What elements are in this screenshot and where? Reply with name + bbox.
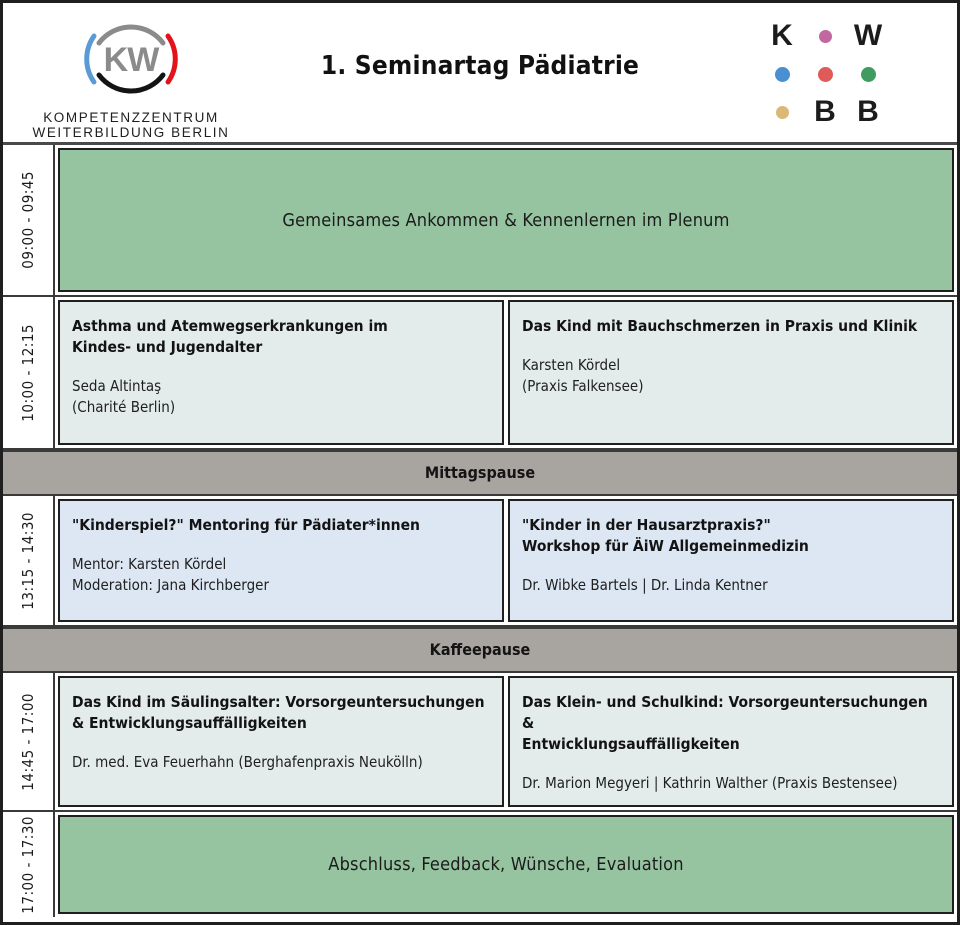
kwbb-letter-b2: B xyxy=(857,95,879,128)
dot-gold-icon xyxy=(765,95,799,129)
time-slot-label: 09:00 - 09:45 xyxy=(19,171,37,269)
session-speaker: Dr. Wibke Bartels | Dr. Linda Kentner xyxy=(522,576,768,594)
break-label: Kaffeepause xyxy=(429,640,531,659)
kwbb-mark: K W B B xyxy=(765,17,885,131)
dot-red-icon xyxy=(808,57,842,91)
schedule-row: 10:00 - 12:15 Asthma und Atemwegserkranku… xyxy=(3,297,957,450)
plenum-session-title: Abschluss, Feedback, Wünsche, Evaluation xyxy=(328,854,684,875)
break-row-kaffeepause: Kaffeepause xyxy=(3,627,957,673)
dot-pink-icon xyxy=(808,19,842,53)
session-title: "Kinder in der Hausarztpraxis?"Workshop … xyxy=(522,516,809,555)
kw-logo-icon: KW xyxy=(84,24,178,94)
session-cell-group: Abschluss, Feedback, Wünsche, Evaluation xyxy=(55,812,957,917)
kwbb-row-2 xyxy=(765,55,885,93)
schedule-row: 17:00 - 17:30 Abschluss, Feedback, Wünsch… xyxy=(3,812,957,917)
kw-logo-line1: KOMPETENZZENTRUM xyxy=(43,110,219,125)
kwbb-letter-k: K xyxy=(771,19,793,52)
kwbb-letter-w: W xyxy=(853,19,883,52)
plenum-session-title: Gemeinsames Ankommen & Kennenlernen im P… xyxy=(282,209,730,231)
time-slot-label: 10:00 - 12:15 xyxy=(19,323,37,422)
session-cell[interactable]: Das Kind im Säulingsalter: Vorsorgeunter… xyxy=(58,676,504,807)
schedule-grid: 09:00 - 09:45 Gemeinsames Ankommen & Kenn… xyxy=(3,145,957,917)
poster-header: KW KOMPETENZZENTRUM WEITERBILDUNG BERLIN… xyxy=(3,3,957,145)
time-slot-label: 13:15 - 14:30 xyxy=(19,511,37,610)
session-title: "Kinderspiel?" Mentoring für Pädiater*in… xyxy=(72,516,420,534)
kwbb-row-1: K W xyxy=(765,17,885,55)
kwbb-letter-b1: B xyxy=(814,95,836,128)
time-slot-cell: 13:15 - 14:30 xyxy=(3,496,55,625)
kwbb-row-3: B B xyxy=(765,93,885,131)
schedule-row: 09:00 - 09:45 Gemeinsames Ankommen & Kenn… xyxy=(3,145,957,297)
session-speaker: Dr. med. Eva Feuerhahn (Berghafenpraxis … xyxy=(72,753,423,771)
schedule-row: 14:45 - 17:00 Das Kind im Säulingsalter: … xyxy=(3,673,957,812)
session-cell-group: Das Kind im Säulingsalter: Vorsorgeunter… xyxy=(55,673,957,810)
dot-green-icon xyxy=(851,57,885,91)
session-title: Das Kind im Säulingsalter: Vorsorgeunter… xyxy=(72,693,485,732)
session-title: Das Kind mit Bauchschmerzen in Praxis un… xyxy=(522,317,918,335)
time-slot-label: 14:45 - 17:00 xyxy=(19,692,37,791)
schedule-row: 13:15 - 14:30 "Kinderspiel?" Mentoring fü… xyxy=(3,496,957,627)
session-cell[interactable]: "Kinder in der Hausarztpraxis?"Workshop … xyxy=(508,499,954,622)
session-cell-group: Gemeinsames Ankommen & Kennenlernen im P… xyxy=(55,145,957,295)
page-title: 1. Seminartag Pädiatrie xyxy=(320,51,640,81)
session-speaker: Dr. Marion Megyeri | Kathrin Walther (Pr… xyxy=(522,774,898,792)
break-label: Mittagspause xyxy=(424,463,536,482)
session-title: Das Klein- und Schulkind: Vorsorgeunters… xyxy=(522,693,928,753)
time-slot-label: 17:00 - 17:30 xyxy=(19,815,37,914)
session-cell-group: "Kinderspiel?" Mentoring für Pädiater*in… xyxy=(55,496,957,625)
session-speaker: Seda Altintaş(Charité Berlin) xyxy=(72,377,176,416)
session-cell[interactable]: "Kinderspiel?" Mentoring für Pädiater*in… xyxy=(58,499,504,622)
kw-logo-block: KW KOMPETENZZENTRUM WEITERBILDUNG BERLIN xyxy=(21,9,241,140)
time-slot-cell: 09:00 - 09:45 xyxy=(3,145,55,295)
session-speaker: Karsten Kördel(Praxis Falkensee) xyxy=(522,356,644,395)
dot-blue-icon xyxy=(765,57,799,91)
kw-logo-wordmark: KOMPETENZZENTRUM WEITERBILDUNG BERLIN xyxy=(21,110,241,140)
kw-logo-line2: WEITERBILDUNG BERLIN xyxy=(32,125,230,140)
time-slot-cell: 17:00 - 17:30 xyxy=(3,812,55,917)
plenum-session-cell[interactable]: Gemeinsames Ankommen & Kennenlernen im P… xyxy=(58,148,954,292)
svg-text:KW: KW xyxy=(104,41,161,79)
time-slot-cell: 14:45 - 17:00 xyxy=(3,673,55,810)
session-cell[interactable]: Das Klein- und Schulkind: Vorsorgeunters… xyxy=(508,676,954,807)
plenum-session-cell[interactable]: Abschluss, Feedback, Wünsche, Evaluation xyxy=(58,815,954,914)
session-cell[interactable]: Das Kind mit Bauchschmerzen in Praxis un… xyxy=(508,300,954,445)
time-slot-cell: 10:00 - 12:15 xyxy=(3,297,55,448)
break-row-mittagspause: Mittagspause xyxy=(3,450,957,496)
